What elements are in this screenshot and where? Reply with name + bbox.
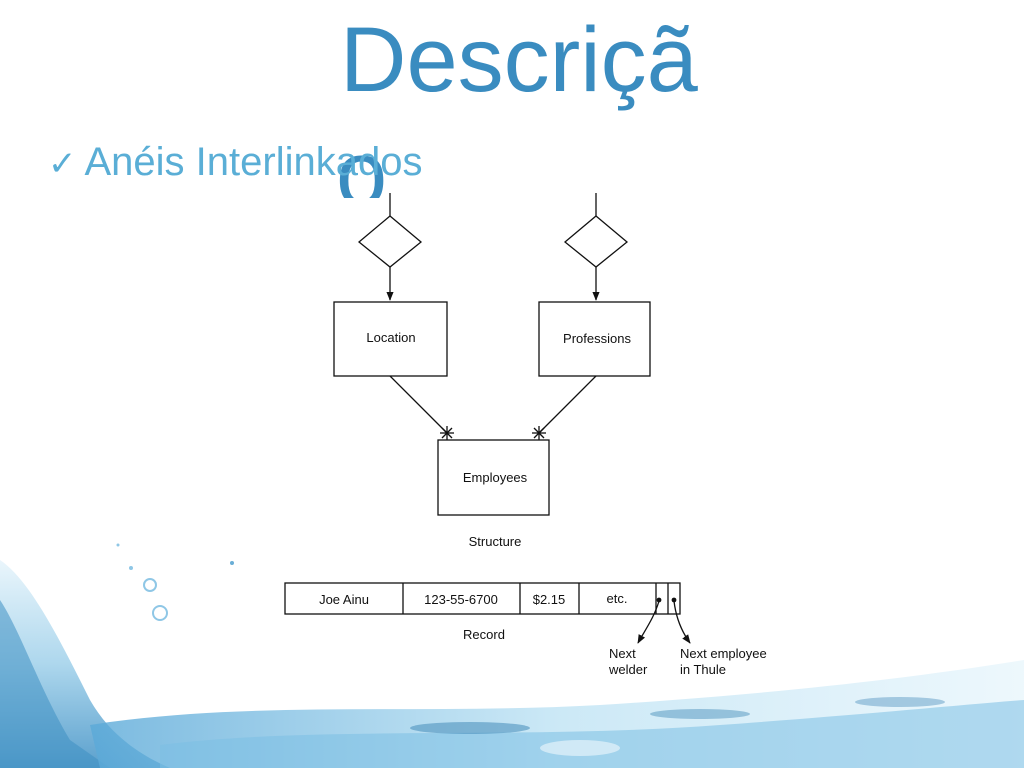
structure-caption: Structure — [469, 534, 522, 549]
many-marker-left — [440, 426, 454, 440]
diamond-right — [563, 215, 629, 268]
location-label: Location — [366, 330, 415, 345]
location-box — [333, 301, 448, 377]
bullet-item: ✓Anéis Interlinkados — [48, 138, 422, 188]
bullet-text: Anéis Interlinkados — [84, 140, 423, 184]
check-icon: ✓ — [48, 144, 77, 184]
next-welder-label-line1: Next — [609, 646, 636, 661]
record-field-etc: etc. — [607, 591, 628, 606]
next-employee-label-line1: Next employee — [680, 646, 767, 661]
professions-label: Professions — [563, 331, 631, 346]
next-employee-pointer — [673, 600, 691, 644]
record-field-ssn: 123-55-6700 — [424, 592, 498, 607]
next-welder-label-line2: welder — [608, 662, 648, 677]
slide-title: Descriçã — [340, 9, 698, 111]
slide-title-overflow: o — [336, 123, 384, 198]
location-employees-link — [389, 375, 448, 434]
professions-employees-link — [538, 375, 597, 434]
record-field-name: Joe Ainu — [319, 592, 369, 607]
next-employee-label-line2: in Thule — [680, 662, 726, 677]
employees-label: Employees — [463, 470, 528, 485]
next-welder-pointer — [637, 600, 660, 644]
many-marker-right — [532, 426, 546, 440]
water-splash-icon — [0, 543, 1024, 768]
record-caption: Record — [463, 627, 505, 642]
employees-box — [437, 439, 550, 516]
record-field-rate: $2.15 — [533, 592, 566, 607]
record-bar — [284, 582, 681, 615]
professions-box — [538, 301, 651, 377]
diamond-left — [357, 215, 423, 268]
